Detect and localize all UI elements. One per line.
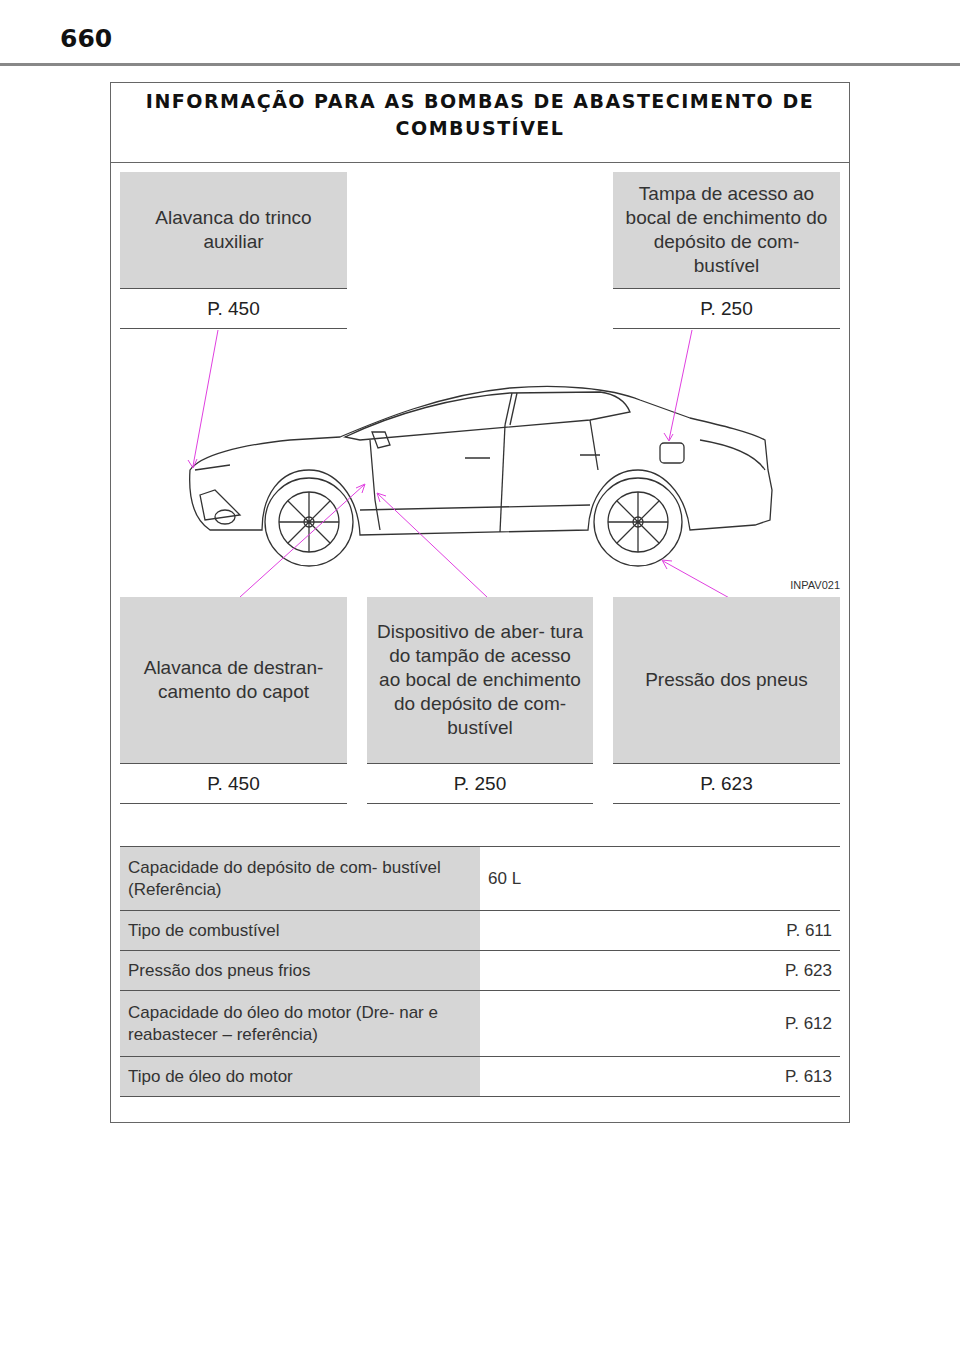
table-cell: Pressão dos pneus frios	[120, 951, 480, 990]
frame	[111, 83, 850, 1123]
callout-box: Alavanca do trinco auxiliarP. 450	[120, 172, 347, 328]
table-cell: P. 612	[480, 991, 840, 1056]
header-rule	[0, 63, 960, 66]
table-cell: 60 L	[480, 847, 840, 910]
page-reference: P. 450	[120, 763, 347, 804]
page-reference: P. 450	[120, 288, 347, 329]
leader-lines	[188, 330, 733, 600]
callout-text: Pressão dos pneus	[613, 597, 840, 763]
page-reference: P. 250	[367, 763, 593, 804]
table-rules	[120, 847, 840, 1097]
callout-box: Pressão dos pneusP. 623	[613, 597, 840, 803]
page-number: 660	[60, 22, 180, 56]
page-reference: P. 250	[613, 288, 840, 329]
table-cell: Tipo de combustível	[120, 911, 480, 950]
table-cell: Capacidade do depósito de com- bustível …	[120, 847, 480, 910]
callout-text: Tampa de acesso ao bocal de enchimento d…	[613, 172, 840, 288]
title: INFORMAÇÃO PARA AS BOMBAS DE ABASTECIMEN…	[118, 88, 842, 142]
table-cell-shade	[120, 991, 480, 1056]
page-reference: P. 623	[613, 763, 840, 804]
table-cell: Capacidade do óleo do motor (Dre- nar e …	[120, 991, 480, 1056]
table-cell: P. 623	[480, 951, 840, 990]
title-rule	[110, 162, 850, 163]
table-cell: P. 613	[480, 1057, 840, 1096]
table-cell: Tipo de óleo do motor	[120, 1057, 480, 1096]
callout-box: Tampa de acesso ao bocal de enchimento d…	[613, 172, 840, 328]
car-illustration	[190, 387, 772, 567]
callout-text: Dispositivo de aber- tura do tampão de a…	[367, 597, 593, 763]
callout-text: Alavanca de destran- camento do capot	[120, 597, 347, 763]
table-cell: P. 611	[480, 911, 840, 950]
callout-box: Dispositivo de aber- tura do tampão de a…	[367, 597, 593, 803]
figure-code: INPAV021	[730, 577, 840, 593]
table-cell-shade	[120, 847, 480, 910]
callout-box: Alavanca de destran- camento do capotP. …	[120, 597, 347, 803]
callout-text: Alavanca do trinco auxiliar	[120, 172, 347, 288]
